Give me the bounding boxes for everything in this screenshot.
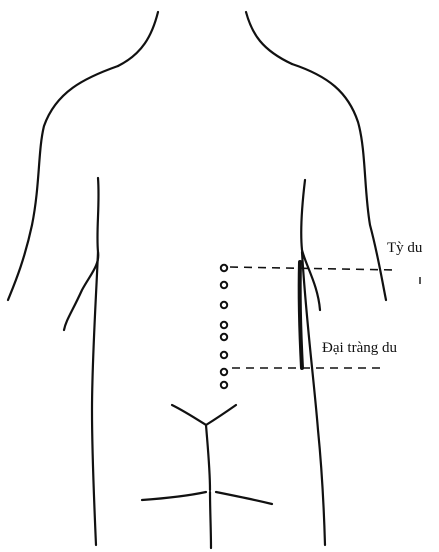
lower-point-label: Đại tràng du	[322, 340, 397, 356]
acupoint-7	[221, 369, 227, 375]
paraspinal-muscle-line	[300, 262, 302, 368]
sacral-line-left	[172, 405, 206, 425]
gluteal-fold-right	[216, 492, 272, 504]
acupoint-2	[221, 282, 227, 288]
right-waist-line	[302, 252, 325, 545]
neck-right-line	[246, 12, 292, 64]
acupoint-4	[221, 322, 227, 328]
acupoint-1	[221, 265, 227, 271]
left-waist-line	[92, 252, 98, 545]
gluteal-cleft-lower	[210, 492, 211, 548]
left-inner-arm-line	[64, 178, 99, 330]
acupoint-column	[221, 265, 227, 388]
left-shoulder-line	[8, 66, 118, 300]
gluteal-cleft-line	[206, 425, 210, 490]
sacral-line-right	[206, 405, 236, 425]
acupoint-8	[221, 382, 227, 388]
upper-guide-line	[230, 267, 398, 270]
body-outline	[8, 12, 386, 548]
gluteal-fold-left	[142, 492, 206, 500]
neck-left-line	[118, 12, 158, 66]
acupoint-5	[221, 334, 227, 340]
upper-point-label: Tỳ du	[387, 240, 423, 256]
acupoint-3	[221, 302, 227, 308]
acupoint-6	[221, 352, 227, 358]
